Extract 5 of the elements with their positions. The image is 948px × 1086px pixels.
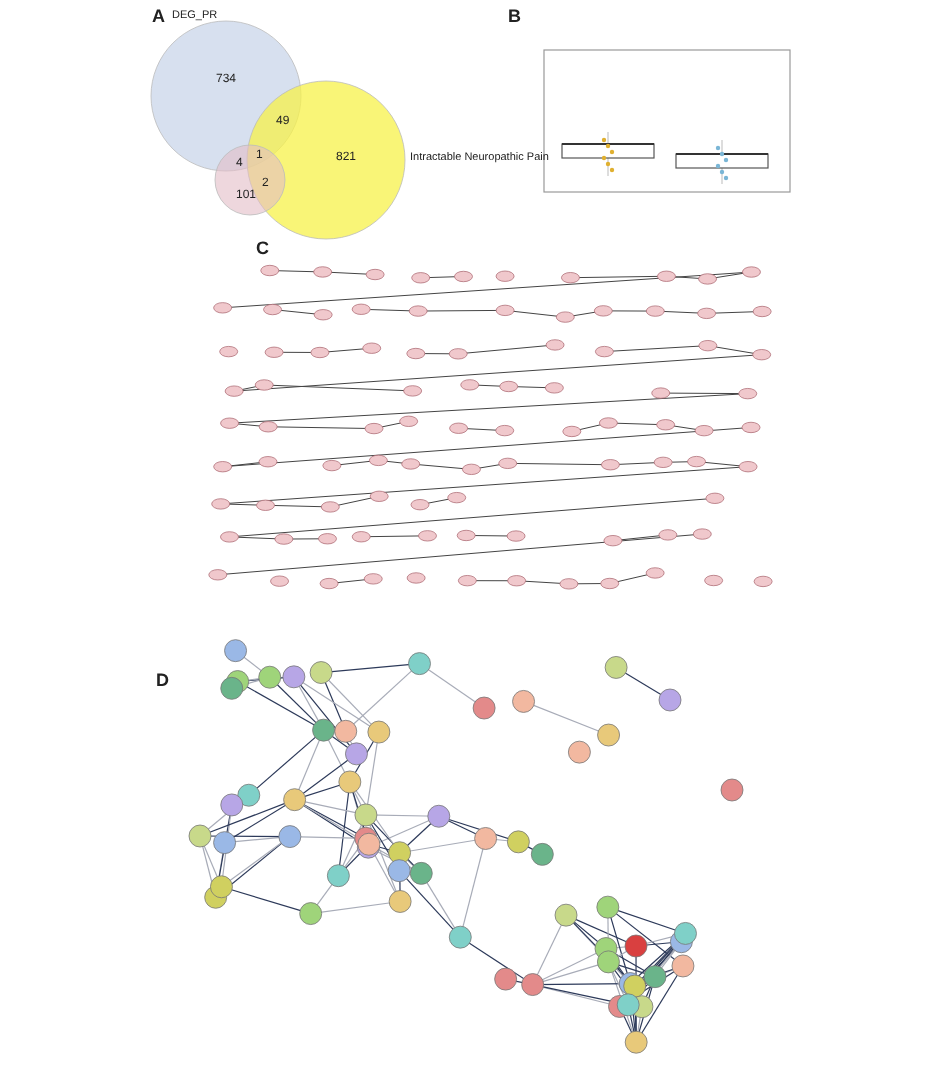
panel-letter: B (508, 8, 521, 26)
panel-letter: A (152, 8, 165, 26)
venn-circle (214, 144, 286, 216)
panel-letter: D (156, 672, 169, 690)
panel-letter: C (256, 240, 269, 258)
